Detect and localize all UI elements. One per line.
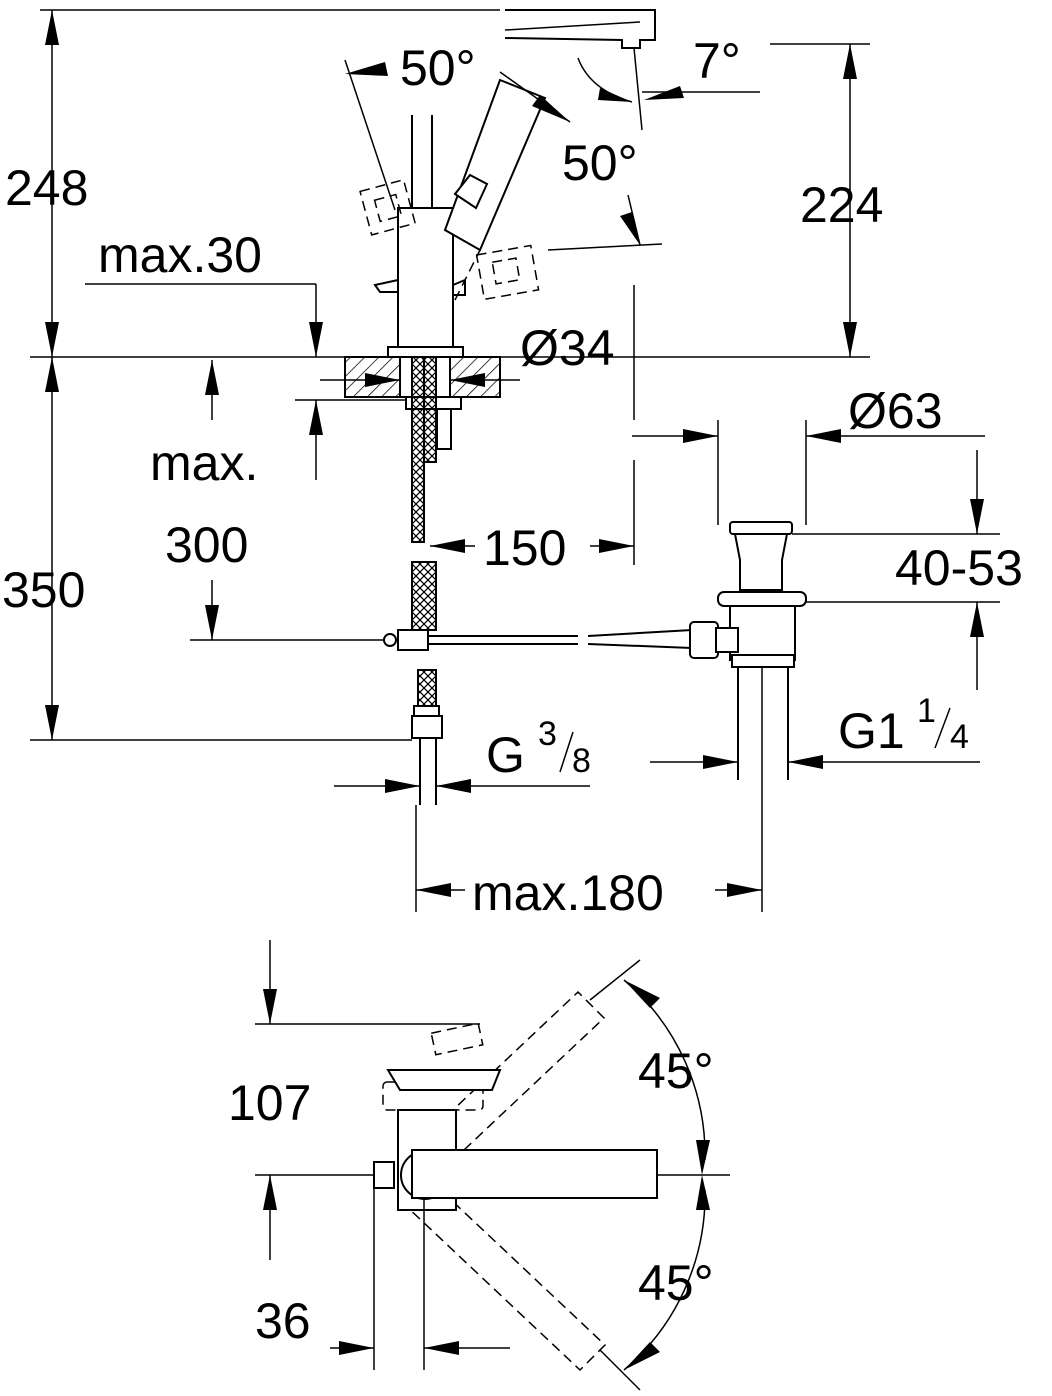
angle-label-45-lower: 45° xyxy=(638,1255,714,1311)
svg-text:G1: G1 xyxy=(838,703,905,759)
max-value-300: 300 xyxy=(165,517,248,573)
tap-plan-view xyxy=(373,990,658,1372)
diameter-label-63: Ø63 xyxy=(848,383,943,439)
svg-text:1: 1 xyxy=(917,692,936,730)
max-label: max. xyxy=(150,435,258,491)
waste-side-view xyxy=(689,521,807,780)
angle-label-50-right: 50° xyxy=(562,135,638,191)
height-label-224: 224 xyxy=(800,177,883,233)
tap-side-view xyxy=(344,9,693,805)
svg-text:3: 3 xyxy=(538,715,557,753)
range-label-40-53: 40-53 xyxy=(895,540,1023,596)
svg-text:4: 4 xyxy=(950,718,969,756)
plan-dimension-lines xyxy=(255,940,730,1391)
dimension-labels: 50° 50° 7° 248 224 max.30 Ø34 350 max. 3… xyxy=(2,33,1023,1349)
thread-label-g1-1-4: G1 1 4 xyxy=(838,692,969,759)
distance-label-150: 150 xyxy=(483,520,566,576)
svg-text:G: G xyxy=(486,727,525,783)
angle-label-7: 7° xyxy=(693,33,741,89)
depth-label-107: 107 xyxy=(228,1075,311,1131)
height-label-248: 248 xyxy=(5,160,88,216)
diameter-label-34: Ø34 xyxy=(520,320,615,376)
thread-label-g-3-8: G 3 8 xyxy=(486,715,591,783)
deck-label-max30: max.30 xyxy=(98,227,262,283)
svg-text:8: 8 xyxy=(572,742,591,780)
side-dimension-lines xyxy=(30,9,1000,912)
spread-label-max180: max.180 xyxy=(472,865,664,921)
height-label-350: 350 xyxy=(2,562,85,618)
offset-label-36: 36 xyxy=(255,1293,311,1349)
angle-label-50-left: 50° xyxy=(400,40,476,96)
angle-label-45-upper: 45° xyxy=(638,1043,714,1099)
